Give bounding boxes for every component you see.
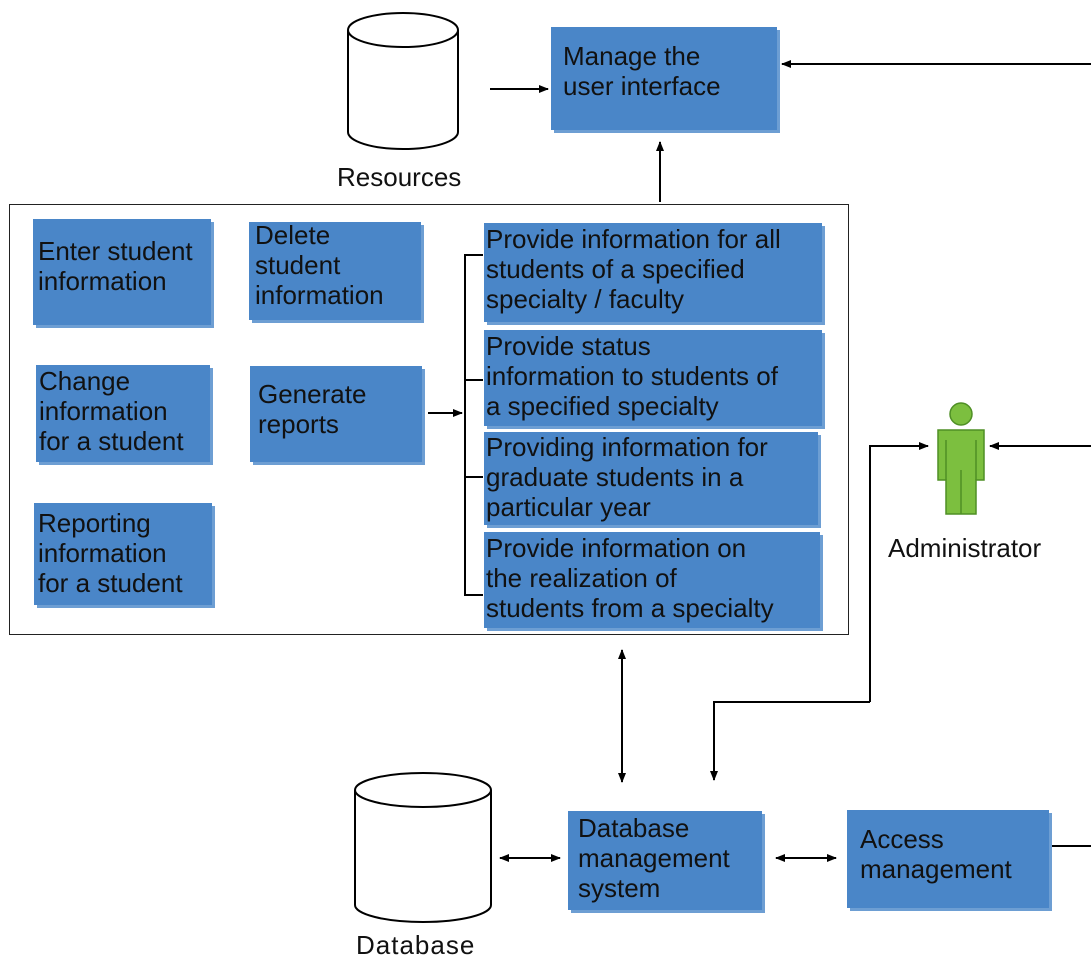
report-all-students-box[interactable]: Provide information for all students of … [484, 223, 822, 322]
report-graduates-label: Providing information for graduate stude… [486, 432, 768, 522]
administrator-label: Administrator [888, 533, 1042, 563]
resources-label: Resources [337, 162, 462, 192]
database-label: Database [356, 930, 476, 960]
report-all-students-label: Provide information for all students of … [486, 224, 781, 314]
manage-ui-label: Manage the user interface [563, 41, 721, 101]
delete-student-label: Delete student information [255, 220, 384, 310]
arrow-admin-to-dbms [710, 701, 870, 781]
resources-cylinder-icon [347, 12, 459, 150]
report-graduates-box[interactable]: Providing information for graduate stude… [484, 432, 818, 525]
generate-reports-label: Generate reports [258, 379, 367, 439]
enter-student-box[interactable]: Enter student information [33, 219, 211, 325]
report-status-box[interactable]: Provide status information to students o… [484, 330, 822, 426]
enter-student-label: Enter student information [38, 236, 193, 296]
change-info-label: Change information for a student [39, 366, 184, 456]
generate-reports-box[interactable]: Generate reports [250, 366, 422, 462]
reports-bracket [464, 254, 483, 596]
change-info-box[interactable]: Change information for a student [36, 365, 210, 462]
dbms-label: Database management system [578, 813, 730, 903]
functions-frame [9, 204, 849, 635]
reporting-info-box[interactable]: Reporting information for a student [34, 503, 212, 605]
report-realization-box[interactable]: Provide information on the realization o… [484, 532, 820, 628]
administrator-person-icon [937, 402, 985, 515]
report-realization-label: Provide information on the realization o… [486, 533, 774, 623]
database-cylinder-icon [354, 772, 492, 923]
report-status-label: Provide status information to students o… [486, 331, 778, 421]
access-management-label: Access management [860, 824, 1012, 884]
manage-ui-box[interactable]: Manage the user interface [551, 27, 777, 130]
arrow-dbms-to-admin [869, 442, 929, 702]
dbms-box[interactable]: Database management system [568, 811, 762, 910]
access-management-box[interactable]: Access management [847, 810, 1049, 908]
reporting-info-label: Reporting information for a student [38, 508, 183, 598]
delete-student-box[interactable]: Delete student information [249, 220, 421, 320]
